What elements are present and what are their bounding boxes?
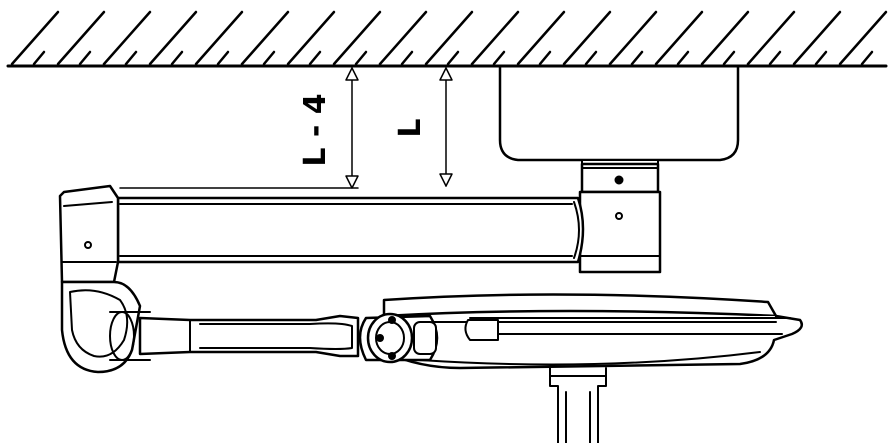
hatch-tick bbox=[354, 50, 368, 66]
hatch-line bbox=[378, 10, 428, 66]
hatch-line bbox=[792, 10, 842, 66]
hatch-line bbox=[700, 10, 750, 66]
dimension-l: L bbox=[393, 67, 453, 187]
horizontal-arm bbox=[116, 196, 585, 264]
hatch-tick bbox=[584, 50, 598, 66]
hatch-tick bbox=[860, 50, 874, 66]
hatch-line bbox=[470, 10, 520, 66]
hatch-line bbox=[10, 10, 60, 66]
hatch-tick bbox=[308, 50, 322, 66]
hatch-line bbox=[102, 10, 152, 66]
hatch-line bbox=[240, 10, 290, 66]
dimension-l-minus-4: L - 4 bbox=[119, 67, 359, 189]
hatch-line bbox=[194, 10, 244, 66]
spring-arm bbox=[138, 314, 360, 358]
hatch-line bbox=[516, 10, 566, 66]
hatch-tick bbox=[538, 50, 552, 66]
elbow-joint bbox=[60, 280, 151, 374]
joint-screw bbox=[84, 241, 92, 249]
ceiling-mount bbox=[498, 64, 740, 162]
ceiling bbox=[6, 10, 888, 68]
hatch-line bbox=[148, 10, 198, 66]
ceiling-hatching bbox=[10, 10, 888, 66]
hatch-tick bbox=[216, 50, 230, 66]
dimension-label-l: L bbox=[393, 118, 428, 137]
dimension-label-l-minus-4: L - 4 bbox=[298, 93, 333, 166]
hatch-line bbox=[746, 10, 796, 66]
hatch-tick bbox=[78, 50, 92, 66]
lamp-stem bbox=[549, 367, 607, 443]
hatch-tick bbox=[722, 50, 736, 66]
hatch-tick bbox=[124, 50, 138, 66]
hatch-tick bbox=[768, 50, 782, 66]
hatch-line bbox=[608, 10, 658, 66]
hatch-line bbox=[654, 10, 704, 66]
lamp-head bbox=[382, 293, 803, 370]
hatch-line bbox=[332, 10, 382, 66]
hatch-line bbox=[424, 10, 474, 66]
hatch-tick bbox=[262, 50, 276, 66]
pivot-screw-mid bbox=[615, 212, 623, 220]
hatch-tick bbox=[814, 50, 828, 66]
hatch-tick bbox=[676, 50, 690, 66]
hatch-tick bbox=[630, 50, 644, 66]
hatch-tick bbox=[170, 50, 184, 66]
hatch-line bbox=[56, 10, 106, 66]
pivot-screw-top bbox=[614, 175, 624, 185]
hatch-line bbox=[838, 10, 888, 66]
hatch-line bbox=[562, 10, 612, 66]
vertical-pivot bbox=[578, 159, 662, 274]
hatch-line bbox=[286, 10, 336, 66]
hatch-tick bbox=[400, 50, 414, 66]
left-joint bbox=[58, 184, 120, 284]
cardan-connector bbox=[358, 312, 439, 364]
hatch-tick bbox=[32, 50, 46, 66]
hatch-tick bbox=[446, 50, 460, 66]
hatch-tick bbox=[492, 50, 506, 66]
